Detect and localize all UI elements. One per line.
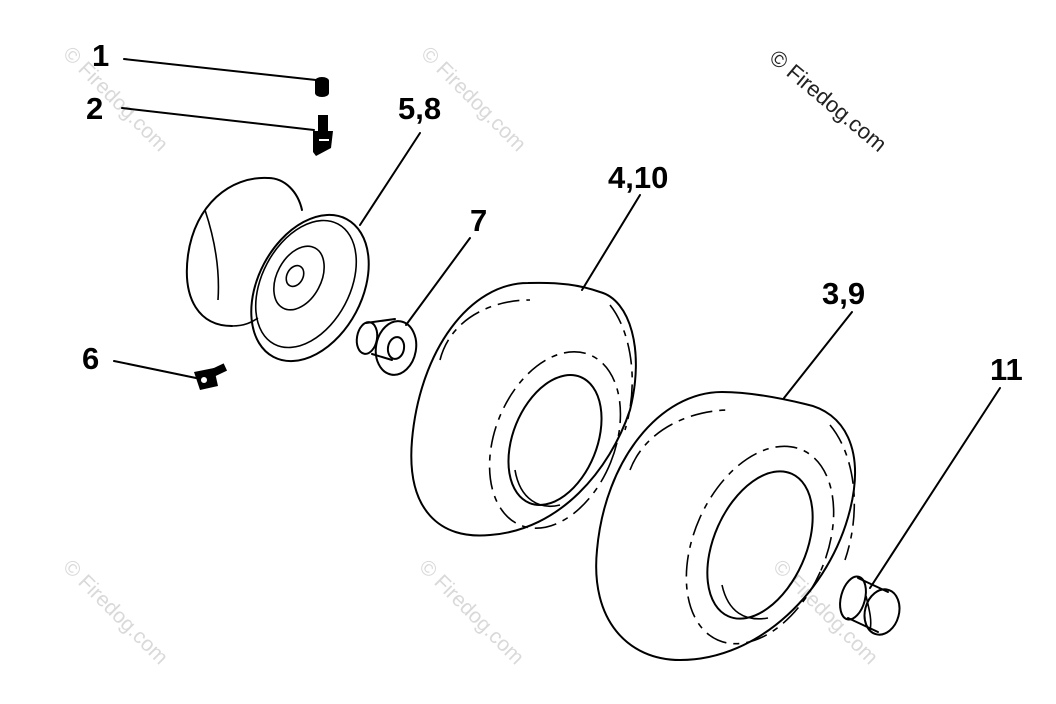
leader-line: [359, 132, 421, 226]
leader-line: [123, 58, 317, 81]
callout-7: 7: [470, 203, 487, 238]
tire-icon: [410, 281, 637, 537]
copyright-credit: © Firedog.com: [765, 45, 892, 157]
leader-line: [869, 387, 1001, 589]
wheel-rim-icon: [185, 176, 370, 363]
grease-fitting-icon: [194, 363, 228, 390]
watermark-text: © Firedog.com: [58, 555, 172, 669]
watermarks: © Firedog.com © Firedog.com © Firedog.co…: [58, 42, 882, 669]
leader-lines: [113, 58, 1001, 589]
callout-4-10: 4,10: [608, 160, 668, 195]
callout-11: 11: [990, 352, 1023, 387]
watermark-text: © Firedog.com: [414, 555, 528, 669]
leader-line: [581, 194, 641, 291]
leader-line: [121, 107, 315, 131]
leader-line: [113, 360, 197, 379]
tire-icon: [595, 390, 856, 662]
callout-1: 1: [92, 38, 109, 73]
leader-line: [405, 237, 471, 326]
watermark-text: © Firedog.com: [58, 42, 172, 156]
leader-line: [783, 311, 853, 399]
valve-cap-icon: [315, 77, 329, 97]
callout-2: 2: [86, 91, 103, 126]
callout-5-8: 5,8: [398, 91, 441, 126]
bushing-icon: [355, 318, 418, 376]
valve-stem-icon: [313, 115, 333, 156]
callout-3-9: 3,9: [822, 276, 865, 311]
callout-6: 6: [82, 341, 99, 376]
callouts: 1 2 5,8 4,10 7 3,9 11 6: [82, 38, 1023, 387]
